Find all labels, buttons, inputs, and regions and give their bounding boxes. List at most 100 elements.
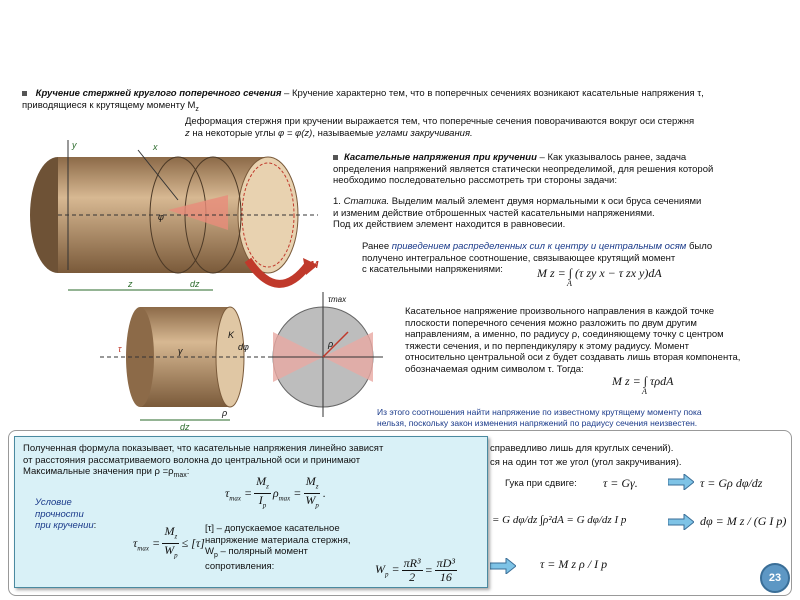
fig-label-tau: τ: [118, 344, 122, 354]
heading-title: Кручение стержней круглого поперечного с…: [35, 88, 282, 99]
statics-line1: Выделим малый элемент двумя нормальными …: [391, 196, 702, 207]
arrow-right-icon: [668, 514, 694, 530]
next-note: Из этого соотношения найти напряжение по…: [377, 407, 777, 429]
statics-line3: Под их действием элемент находится в рав…: [333, 219, 566, 230]
mz-integral-formula: M z = ∫ (τ zy x − τ zx y)dA A: [537, 266, 662, 288]
hidden-right-line2: ся на один тот же угол (угол закручивани…: [490, 457, 682, 468]
popup-text: Полученная формула показывает, что касат…: [23, 443, 483, 481]
bullet-icon: [22, 90, 27, 96]
strength-condition: Условие прочности при кручении:: [35, 497, 96, 532]
hooke-formula: τ = Gγ.: [603, 476, 638, 490]
bullet-icon: [333, 154, 338, 160]
lower-frame: [8, 430, 792, 596]
statics-paragraph: 1. Статика. Выделим малый элемент двумя …: [333, 196, 783, 231]
element-figure: γ dφ K τ ρ dz: [100, 306, 275, 432]
tau-desc2: напряжение материала стержня,: [205, 534, 351, 546]
fig-label-rho: ρ: [221, 408, 227, 418]
fig-label-rho2: ρ: [327, 339, 333, 349]
tau-final-formula: τ = M z ρ / I p: [540, 557, 608, 571]
fig-label-x: x: [152, 142, 158, 152]
mz-integral-sub: A: [567, 279, 572, 288]
shear-title: Касательные напряжения при кручении: [344, 152, 537, 163]
decomp-line6: обозначаемая одним символом τ. Тогда:: [405, 363, 584, 375]
popup-line3-end: :: [186, 466, 190, 477]
next-line1: Из этого соотношения найти напряжение по…: [377, 407, 702, 417]
statics-term: Статика.: [343, 196, 390, 207]
wp-desc1-end: – полярный момент: [220, 546, 308, 557]
mz-tau-formula: M z = ∫ τρdA A: [612, 374, 673, 396]
torsion-cylinder-figure: y x φ z dz M: [30, 140, 319, 291]
fig-label-y: y: [71, 140, 77, 150]
page-number-badge: 23: [760, 563, 790, 593]
fig-label-dz: dz: [190, 279, 200, 289]
fig-label-k: K: [228, 330, 235, 340]
wp-desc2: сопротивления:: [205, 561, 275, 573]
decomp-paragraph: Касательное напряжение произвольного нап…: [405, 306, 785, 375]
earlier-paragraph: Ранее приведением распределенных сил к ц…: [362, 241, 782, 276]
next-line2: нельзя, поскольку закон изменения напряж…: [377, 418, 698, 428]
cross-section-figure: τmax ρ: [268, 292, 383, 417]
hidden-right-line3: Гука при сдвиге:: [505, 478, 577, 489]
popup-panel: Полученная формула показывает, что касат…: [14, 436, 488, 588]
heading-paragraph: Кручение стержней круглого поперечного с…: [22, 88, 762, 115]
wp-desc1: W: [205, 546, 214, 557]
popup-line3: Максимальные значения при ρ =ρ: [23, 466, 174, 477]
earlier-term: приведением распределенных сил к центру …: [391, 241, 687, 252]
earlier-a: Ранее: [362, 241, 390, 252]
dphi-formula: dφ = M z / (G I p): [700, 514, 787, 528]
deformation-z: z: [185, 127, 190, 139]
fig-label-phi: φ: [158, 212, 164, 222]
mz-g-formula: = G dφ/dz ∫ρ²dA = G dφ/dz I p: [492, 514, 627, 526]
deformation-text-b: на некоторые углы: [192, 127, 276, 139]
decomp-line1: Касательное напряжение произвольного нап…: [405, 306, 715, 317]
decomp-line2: плоскости поперечного сечения можно разл…: [405, 317, 697, 329]
cond-line2: прочности: [35, 508, 84, 520]
fig-label-taumax: τmax: [328, 295, 347, 304]
cond-line1: Условие: [35, 497, 72, 508]
deformation-term: углами закручивания.: [376, 127, 473, 139]
tau-desc: [τ] – допускаемое касательное напряжение…: [205, 523, 351, 573]
fig-label-mz: M: [310, 260, 319, 271]
hidden-right-line1: справедливо лишь для круглых сечений).: [490, 443, 674, 454]
hooke2-formula: τ = Gρ dφ/dz: [700, 476, 763, 490]
arrow-right-icon: [490, 558, 516, 574]
heading-text: Кручение характерно тем, что в поперечны…: [22, 88, 704, 111]
mz-integral-text: M z = ∫ (τ zy x − τ zx y)dA: [537, 266, 662, 280]
mz-tau-text: M z = ∫ τρdA: [612, 374, 674, 388]
deformation-formula: φ = φ(z): [278, 127, 313, 139]
popup-line3-sub: max: [173, 471, 187, 479]
heading-sub: z: [195, 105, 199, 113]
deformation-line1: Деформация стержня при кручении выражает…: [185, 116, 695, 127]
shear-line1: – Как указывалось ранее, задача: [536, 152, 687, 163]
earlier-line3: с касательными напряжениями:: [362, 264, 503, 275]
deformation-paragraph: Деформация стержня при кручении выражает…: [185, 116, 785, 139]
tau-desc1: [τ] – допускаемое касательное: [205, 523, 340, 534]
wp-desc1-sub: p: [213, 551, 218, 559]
fig-label-dz2: dz: [180, 422, 190, 432]
cond-line3-end: :: [93, 520, 97, 531]
fig-label-dphi: dφ: [238, 342, 249, 352]
shear-line2: определения напряжений является статичес…: [333, 163, 714, 175]
shear-paragraph: Касательные напряжения при кручении – Ка…: [333, 152, 783, 187]
arrow-right-icon: [668, 474, 694, 490]
decomp-line4: тяжести сечения, и по перпендикуляру к э…: [405, 340, 690, 352]
earlier-b: было: [688, 241, 713, 252]
earlier-line2: получено интегральное соотношение, связы…: [362, 252, 676, 264]
mz-tau-sub: A: [642, 387, 647, 396]
shear-line3: необходимо последовательно рассмотреть т…: [333, 175, 617, 186]
cond-line3: при кручении: [35, 520, 94, 531]
statics-line2: и изменим действие отброшенных частей ка…: [333, 207, 655, 219]
decomp-line5: относительно центральной оси z будет соз…: [405, 352, 741, 363]
deformation-text-c: , называемые: [312, 127, 374, 139]
popup-line1: Полученная формула показывает, что касат…: [23, 443, 384, 454]
statics-num: 1.: [333, 196, 341, 207]
fig-label-z: z: [127, 279, 133, 289]
fig-label-gamma: γ: [178, 346, 183, 356]
decomp-line3: направлениям, а именно, по радиусу ρ, со…: [405, 329, 724, 340]
popup-line2: от расстояния рассматриваемого волокна д…: [23, 454, 361, 466]
page-number: 23: [768, 572, 782, 584]
heading-dash: –: [281, 88, 292, 99]
